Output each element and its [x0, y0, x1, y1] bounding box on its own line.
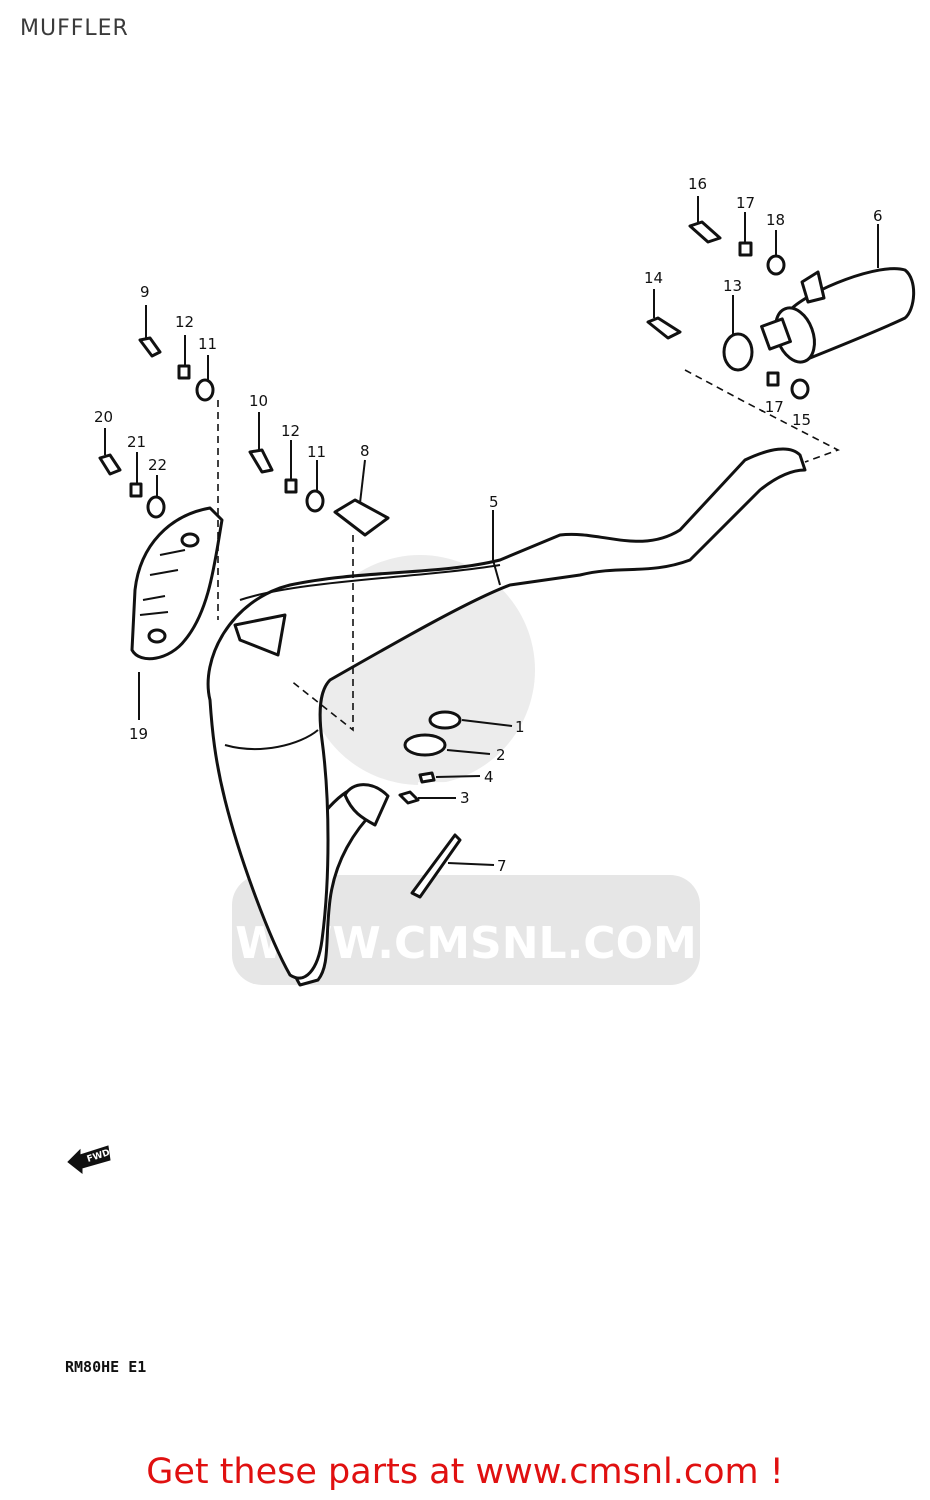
watermark-brand: CMS	[319, 760, 613, 899]
part-17-nut-b	[766, 371, 780, 387]
leader-lines	[104, 196, 879, 866]
part-11-washer-b	[305, 489, 325, 513]
part-10-bolt	[248, 448, 274, 474]
part-20-bolt	[98, 453, 122, 476]
callout-13: 13	[723, 277, 742, 295]
part-13-clamp	[722, 332, 754, 372]
callout-17a: 17	[736, 194, 755, 212]
part-22-washer	[146, 495, 166, 519]
part-3-bolt	[398, 790, 420, 805]
callout-11b: 11	[307, 443, 326, 461]
part-2-gasket	[403, 733, 447, 757]
callout-6: 6	[873, 207, 883, 225]
callout-9: 9	[140, 283, 150, 301]
part-4-washer	[418, 771, 436, 784]
callout-8: 8	[360, 442, 370, 460]
callout-10: 10	[249, 392, 268, 410]
shop-link[interactable]: Get these parts at www.cmsnl.com !	[146, 1452, 784, 1492]
part-21-nut	[129, 482, 143, 498]
part-6-silencer	[760, 267, 916, 364]
part-15-washer	[790, 378, 810, 400]
part-8-bracket	[333, 498, 390, 537]
callout-12b: 12	[281, 422, 300, 440]
part-14-bolt	[646, 316, 682, 340]
part-12-nut	[177, 364, 191, 380]
part-19-heat-guard	[130, 506, 224, 661]
callout-3: 3	[460, 789, 470, 807]
part-7-spring	[410, 833, 462, 899]
part-9-bolt	[138, 336, 162, 358]
callout-12a: 12	[175, 313, 194, 331]
watermark-band	[232, 875, 700, 985]
part-1-gasket	[428, 710, 462, 730]
callout-15: 15	[792, 411, 811, 429]
callout-5: 5	[489, 493, 499, 511]
callout-19: 19	[129, 725, 148, 743]
part-5-exhaust-pipe	[206, 447, 807, 987]
callout-16: 16	[688, 175, 707, 193]
callout-18: 18	[766, 211, 785, 229]
page-title: MUFFLER	[20, 16, 129, 41]
callouts: 1 2 3 4 5 6 7 8 9 10 11 11 12 12 13 14 1…	[94, 175, 883, 875]
callout-7: 7	[497, 857, 507, 875]
callout-22: 22	[148, 456, 167, 474]
callout-20: 20	[94, 408, 113, 426]
part-11-washer	[195, 378, 215, 402]
callout-14: 14	[644, 269, 663, 287]
callout-4: 4	[484, 768, 494, 786]
part-17-nut	[738, 241, 753, 257]
callout-17b: .17	[760, 398, 784, 416]
forward-arrow-icon: FWD	[67, 1145, 111, 1175]
part-16-bolt	[688, 220, 722, 244]
callout-11a: 11	[198, 335, 217, 353]
callout-1: 1	[515, 718, 525, 736]
diagram-code: RM80HE E1	[65, 1358, 146, 1376]
part-18-washer	[766, 254, 786, 276]
callout-2: 2	[496, 746, 506, 764]
part-12-nut-b	[284, 478, 298, 494]
fasteners	[98, 220, 810, 899]
callout-21: 21	[127, 433, 146, 451]
